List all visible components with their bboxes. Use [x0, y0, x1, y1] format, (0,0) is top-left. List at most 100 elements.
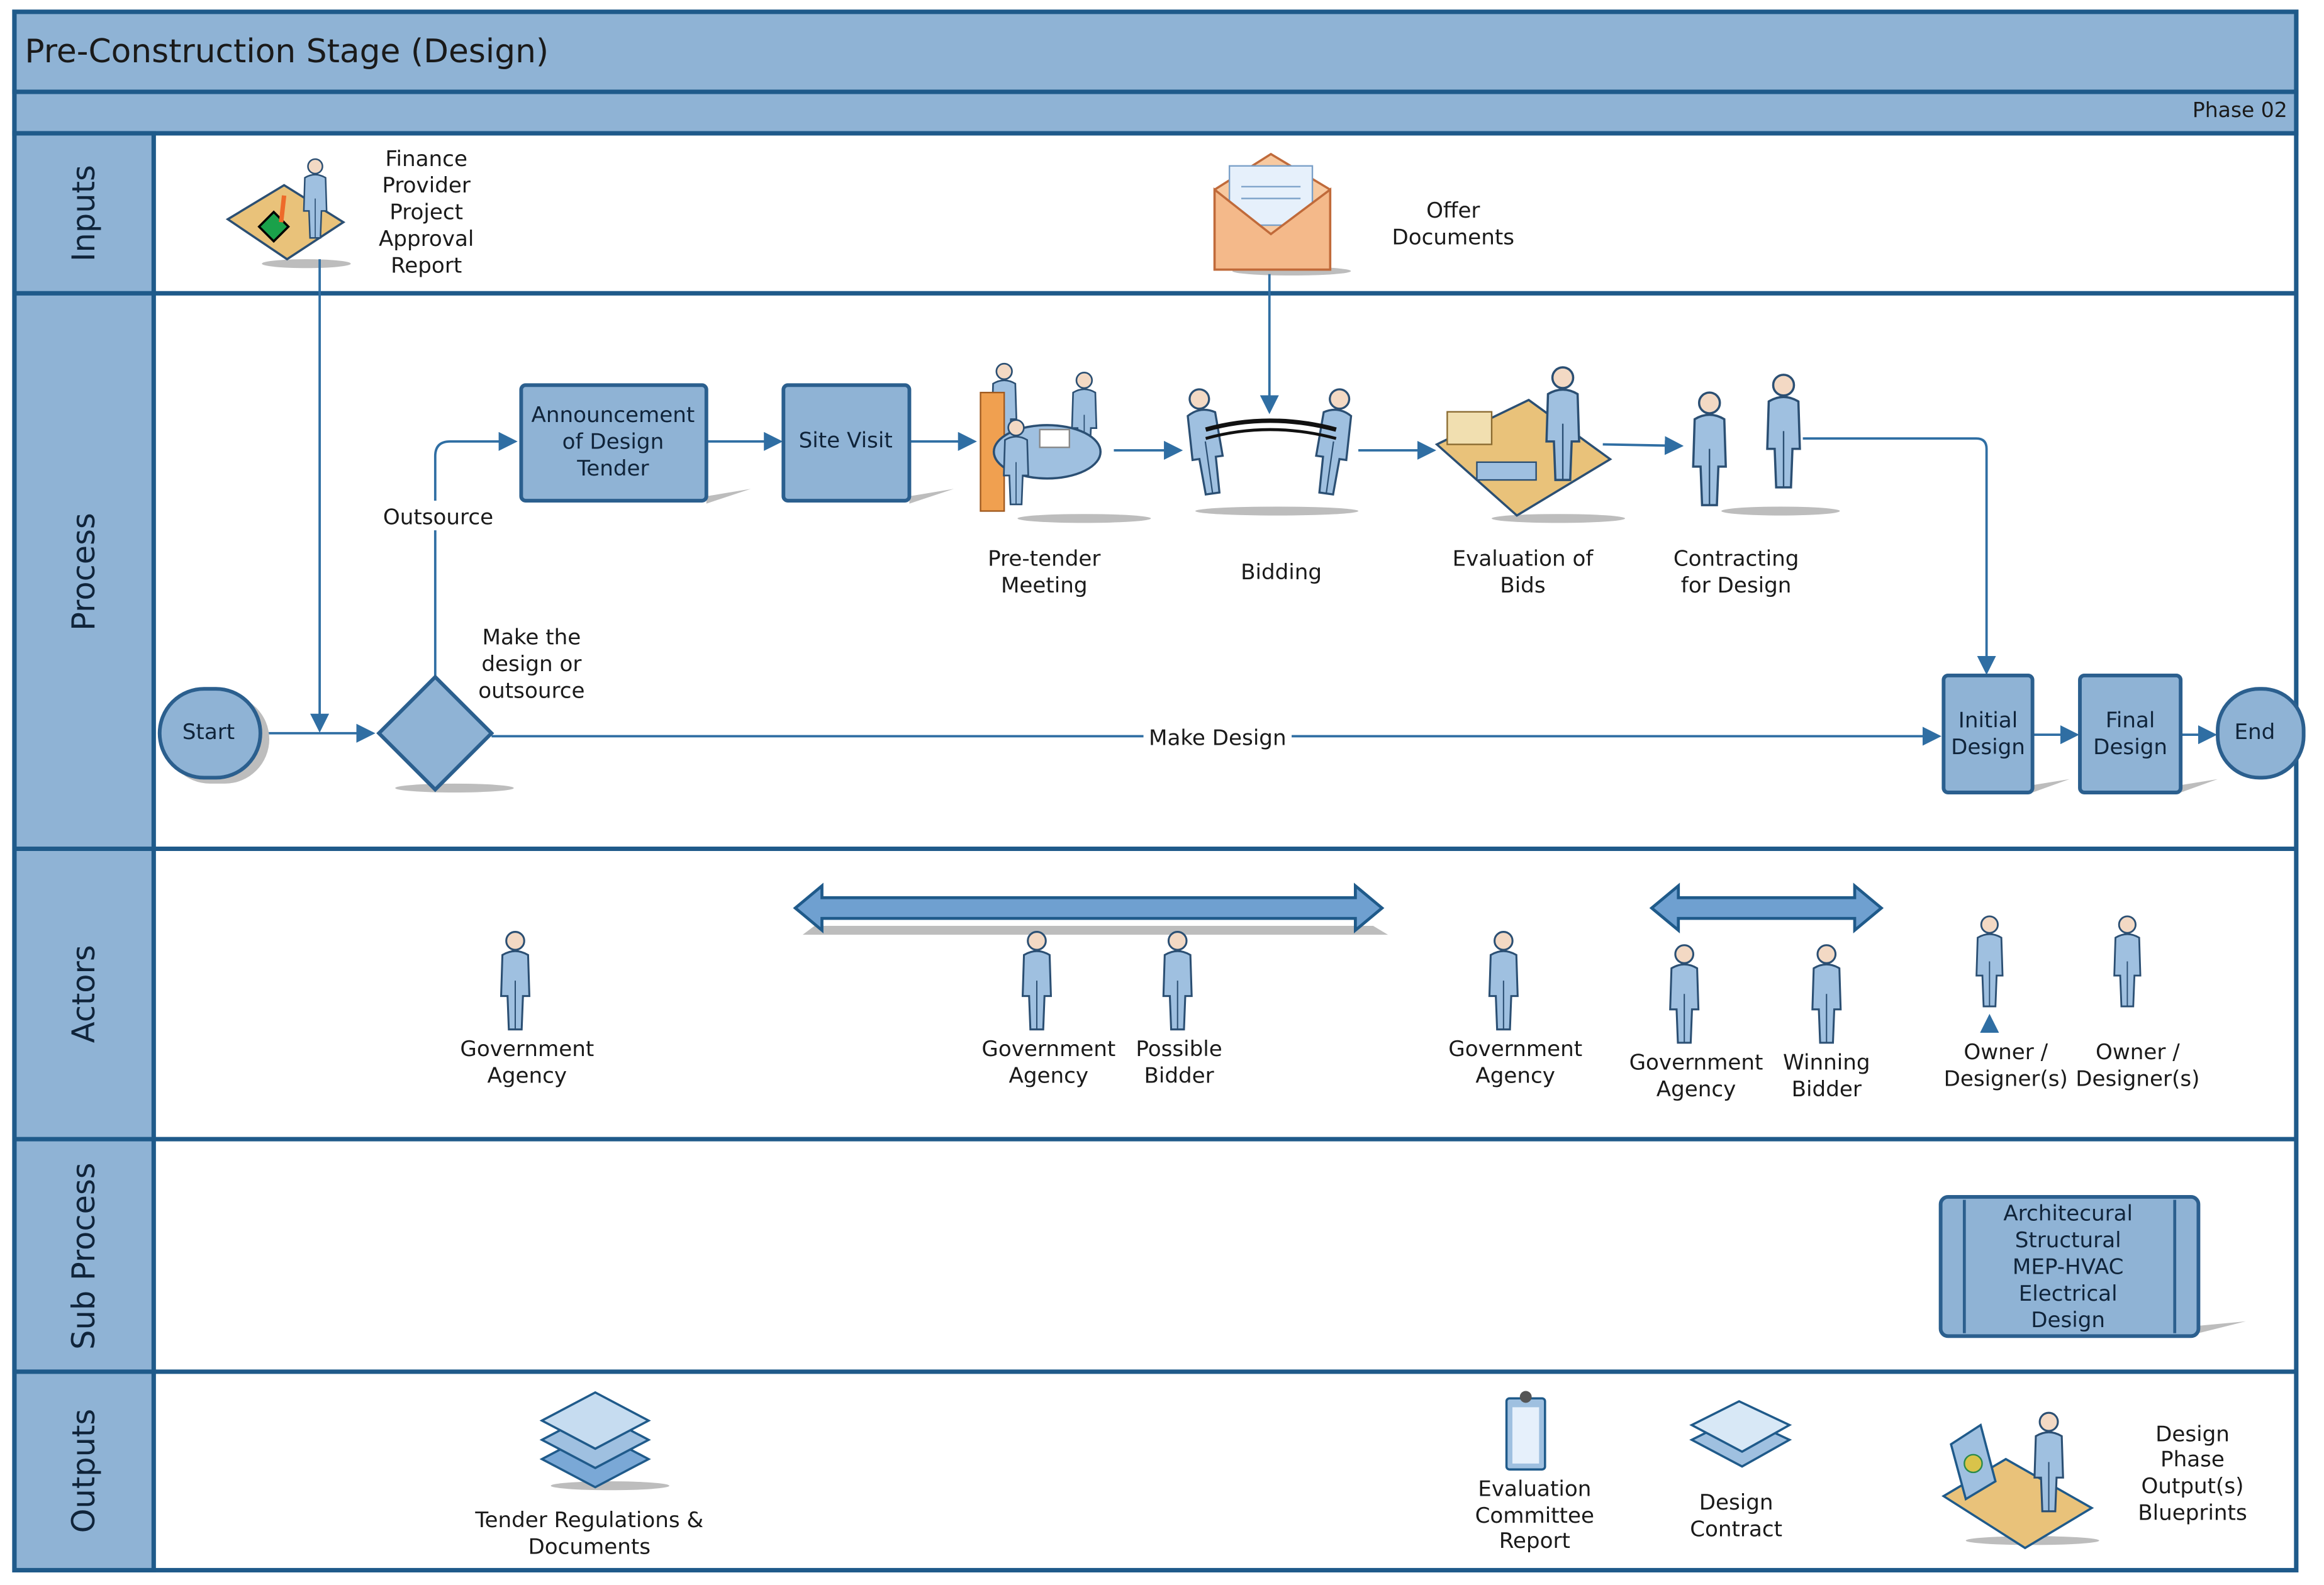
lane-outputs: Outputs: [65, 1409, 102, 1533]
end-label: End: [2234, 720, 2275, 745]
design-contract-label-line: Contract: [1690, 1516, 1782, 1542]
finance-label-line: Project: [389, 200, 463, 225]
offer-label-line: Documents: [1392, 225, 1514, 250]
site-visit-label: Site Visit: [799, 428, 893, 453]
subprocess-line: Electrical: [2019, 1281, 2118, 1306]
svg-text:Government: Government: [981, 1037, 1115, 1062]
tender-docs-output: Tender Regulations & Documents: [474, 1391, 703, 1560]
clipboard-icon: [1505, 1391, 1546, 1471]
announcement-box[interactable]: Announcement of Design Tender: [519, 383, 751, 504]
design-contract-output: Design Contract: [1689, 1399, 1792, 1542]
svg-text:Agency: Agency: [1475, 1064, 1555, 1089]
actor-owner-designer: Owner / Designer(s): [1944, 915, 2068, 1091]
svg-text:Government: Government: [1629, 1050, 1763, 1075]
actor-government-agency: Government Agency: [981, 930, 1115, 1089]
contracting-step[interactable]: Contracting for Design: [1673, 375, 1840, 598]
svg-text:Owner /: Owner /: [2096, 1040, 2180, 1065]
lane-inputs: Inputs: [65, 165, 102, 262]
finance-report-input: Finance Provider Project Approval Report: [225, 147, 474, 278]
actor-owner-designer: Owner / Designer(s): [2075, 915, 2199, 1091]
make-design-label: Make Design: [1149, 726, 1287, 751]
actor-possible-bidder: Possible Bidder: [1136, 930, 1222, 1089]
final-design-line: Final: [2106, 708, 2155, 733]
svg-text:Government: Government: [460, 1037, 594, 1062]
subprocess-line: MEP-HVAC: [2013, 1254, 2124, 1279]
actor-government-agency: Government Agency: [460, 930, 594, 1089]
actor-government-agency: Government Agency: [1629, 944, 1763, 1102]
design-outputs-output: Design Phase Output(s) Blueprints: [1941, 1411, 2247, 1550]
initial-design-line: Design: [1951, 735, 2025, 760]
initial-design-box[interactable]: Initial Design: [1941, 674, 2070, 794]
subprocess-line: Structural: [2015, 1228, 2121, 1253]
evaluation-label-line: Bids: [1500, 573, 1545, 598]
design-contract-label-line: Design: [1699, 1490, 1774, 1515]
design-outputs-label-line: Phase: [2160, 1447, 2225, 1472]
double-arrow-contracting: [1649, 882, 1884, 934]
actor-winning-bidder: Winning Bidder: [1783, 944, 1870, 1102]
svg-text:Agency: Agency: [1009, 1064, 1089, 1089]
announcement-line: of Design: [562, 430, 664, 455]
tender-docs-label-line: Tender Regulations &: [474, 1508, 703, 1533]
site-visit-box[interactable]: Site Visit: [781, 383, 954, 504]
decision-label-line: Make the: [483, 625, 581, 650]
outsource-label: Outsource: [383, 505, 493, 530]
decision-label-line: outsource: [478, 678, 584, 703]
design-outputs-label-line: Design: [2155, 1422, 2230, 1447]
diagram-title: Pre-Construction Stage (Design): [25, 33, 549, 70]
finance-label-line: Provider: [382, 173, 471, 198]
person-at-desk-approval-icon: [225, 158, 351, 269]
phase-bar: [12, 89, 2299, 136]
finance-label-line: Report: [391, 253, 462, 278]
subprocess-design-box[interactable]: Architecural Structural MEP-HVAC Electri…: [1938, 1195, 2246, 1338]
svg-text:Possible: Possible: [1136, 1037, 1222, 1062]
actor-government-agency: Government Agency: [1448, 930, 1582, 1089]
bidding-step[interactable]: Bidding: [1183, 387, 1359, 585]
eval-report-label-line: Report: [1499, 1528, 1570, 1554]
evaluation-step[interactable]: Evaluation of Bids: [1434, 367, 1625, 598]
double-arrow-bidding: [793, 882, 1388, 935]
pretender-meeting-step[interactable]: Pre-tender Meeting: [980, 362, 1151, 598]
offer-documents-input: Offer Documents: [1213, 152, 1514, 276]
svg-text:Winning: Winning: [1783, 1050, 1870, 1075]
final-design-line: Design: [2093, 735, 2167, 760]
offer-label-line: Offer: [1426, 198, 1480, 223]
lane-process: Process: [65, 513, 102, 631]
decision-label-line: design or: [481, 652, 582, 677]
end-terminal[interactable]: End: [2216, 687, 2306, 780]
envelope-icon: [1213, 152, 1351, 276]
meeting-table-icon: [980, 362, 1151, 523]
contracting-label-line: for Design: [1681, 573, 1792, 598]
announcement-line: Announcement: [532, 403, 695, 428]
papers-icon: [1689, 1399, 1792, 1468]
start-terminal[interactable]: Start: [157, 687, 270, 784]
lane-headers: Inputs Process Actors Sub Process Output…: [12, 131, 2296, 1572]
svg-text:Government: Government: [1448, 1037, 1582, 1062]
initial-design-line: Initial: [1958, 708, 2018, 733]
designer-at-computer-icon: [1941, 1411, 2099, 1550]
decision-diamond[interactable]: [376, 674, 514, 792]
tug-of-war-icon: [1183, 387, 1359, 516]
svg-text:Designer(s): Designer(s): [2075, 1066, 2199, 1091]
contracting-label-line: Contracting: [1673, 547, 1799, 572]
tender-docs-label-line: Documents: [528, 1535, 651, 1560]
evaluation-report-output: Evaluation Committee Report: [1475, 1391, 1594, 1554]
svg-text:Agency: Agency: [488, 1064, 567, 1089]
diagram-frame: [12, 9, 2299, 1572]
handshake-icon: [1692, 375, 1840, 516]
design-outputs-label-line: Output(s): [2142, 1474, 2244, 1499]
svg-text:Agency: Agency: [1656, 1077, 1736, 1102]
person-reviewing-documents-icon: [1434, 367, 1625, 523]
start-label: Start: [182, 720, 235, 745]
announcement-line: Tender: [576, 456, 649, 481]
svg-text:Owner /: Owner /: [1964, 1040, 2048, 1065]
document-stack-icon: [539, 1391, 669, 1491]
eval-report-label-line: Evaluation: [1478, 1477, 1591, 1502]
svg-text:Bidder: Bidder: [1144, 1064, 1214, 1089]
bidding-label: Bidding: [1241, 560, 1322, 585]
pretender-label-line: Meeting: [1001, 573, 1088, 598]
finance-label-line: Approval: [379, 226, 474, 252]
final-design-box[interactable]: Final Design: [2078, 674, 2218, 794]
subprocess-line: Design: [2031, 1308, 2105, 1333]
pretender-label-line: Pre-tender: [988, 547, 1101, 572]
